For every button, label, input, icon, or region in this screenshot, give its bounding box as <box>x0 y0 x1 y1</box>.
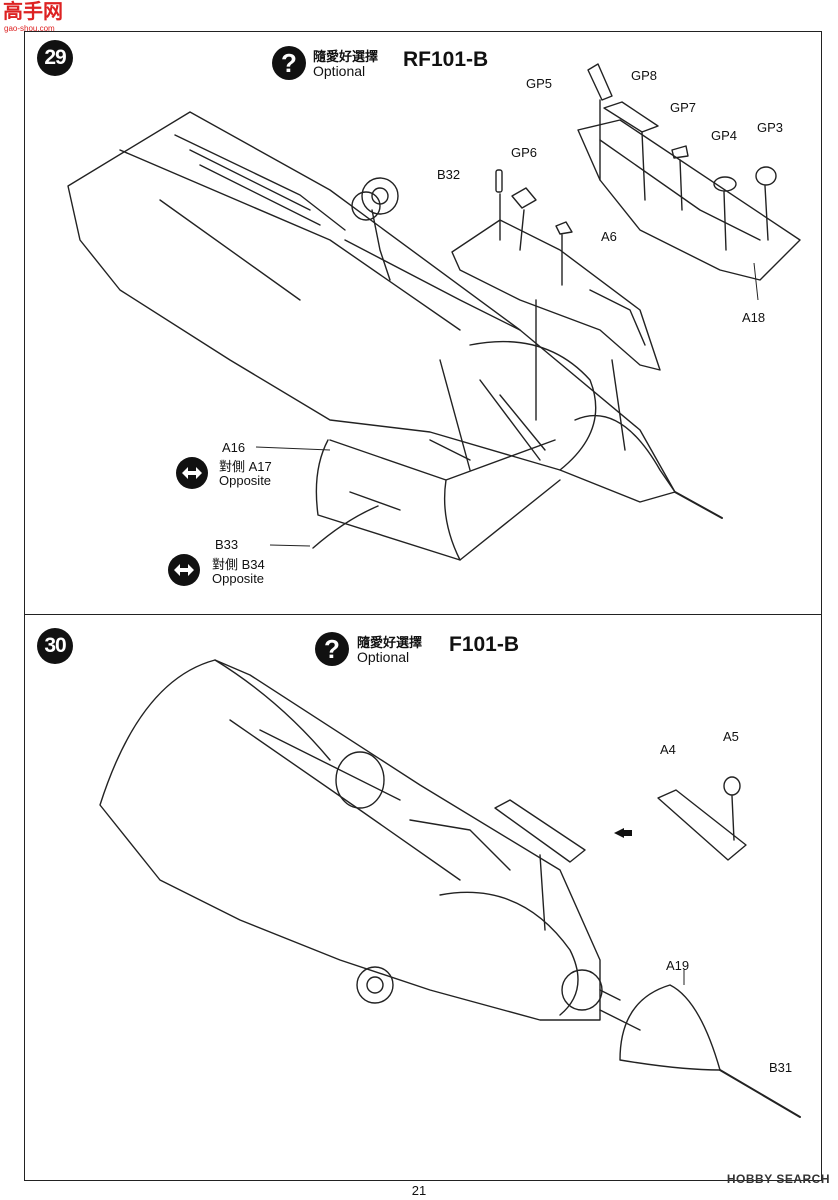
rf101-cockpit-cover <box>451 219 661 371</box>
rf101-fuselage <box>67 111 676 503</box>
model-title: F101-B <box>449 633 520 656</box>
part-label-a16-opposite-en: Opposite <box>219 473 272 488</box>
part-label-b33: B33 <box>215 537 239 552</box>
part-label-a6: A6 <box>601 229 617 244</box>
step-number: 29 <box>37 40 73 76</box>
f101-canopy-large <box>494 799 586 863</box>
gp8-part <box>603 101 659 133</box>
part-label-a5: A5 <box>723 729 739 744</box>
part-label-a4: A4 <box>660 742 676 757</box>
part-label-a18: A18 <box>742 310 766 325</box>
part-label-a16: A16 <box>222 440 246 455</box>
part-label-gp4: GP4 <box>711 128 738 143</box>
left-arrow-icon <box>614 828 624 838</box>
instruction-frame <box>24 31 822 1181</box>
f101-canopy-a4 <box>657 789 747 861</box>
gp3-part <box>755 166 777 186</box>
a19-nose-cone <box>619 984 721 1071</box>
part-label-gp6: GP6 <box>511 145 538 160</box>
question-circle-icon: ? <box>272 46 306 80</box>
optional-label-cn: 隨愛好選擇 <box>313 49 379 64</box>
part-label-gp7: GP7 <box>670 100 697 115</box>
f101-fuselage <box>99 659 601 1021</box>
a16-panel <box>315 439 461 561</box>
part-label-b31: B31 <box>769 1060 793 1075</box>
step-divider <box>24 614 822 615</box>
b32-part <box>495 169 503 193</box>
question-circle-icon: ? <box>315 632 349 666</box>
optional-label-en: Optional <box>357 649 410 665</box>
double-arrow-icon <box>176 457 208 489</box>
part-label-b33-opposite-en: Opposite <box>212 571 265 586</box>
page-number: 21 <box>411 1183 427 1198</box>
part-label-b32: B32 <box>437 167 461 182</box>
part-label-a19: A19 <box>666 958 690 973</box>
a5-part <box>723 776 741 796</box>
gp7-part <box>671 145 689 159</box>
gp5-part <box>587 63 613 101</box>
site-logo: 高手网 <box>3 1 63 23</box>
double-arrow-icon <box>168 554 200 586</box>
part-label-a16-opposite-cn: 對側 A17 <box>219 459 272 474</box>
site-url: gao-shou.com <box>4 24 55 33</box>
a6-part <box>555 221 573 235</box>
part-label-gp8: GP8 <box>631 68 658 83</box>
gp4-part <box>713 176 737 192</box>
part-label-gp3: GP3 <box>757 120 784 135</box>
optional-label-cn: 隨愛好選擇 <box>357 635 423 650</box>
optional-label-en: Optional <box>313 63 366 79</box>
part-label-gp5: GP5 <box>526 76 553 91</box>
step-number: 30 <box>37 628 73 664</box>
part-label-b33-opposite-cn: 對側 B34 <box>212 557 265 572</box>
watermark: HOBBY SEARCH <box>726 1172 830 1186</box>
gp6-part <box>511 187 537 209</box>
a18-tray <box>577 119 801 281</box>
model-title: RF101-B <box>403 48 489 71</box>
